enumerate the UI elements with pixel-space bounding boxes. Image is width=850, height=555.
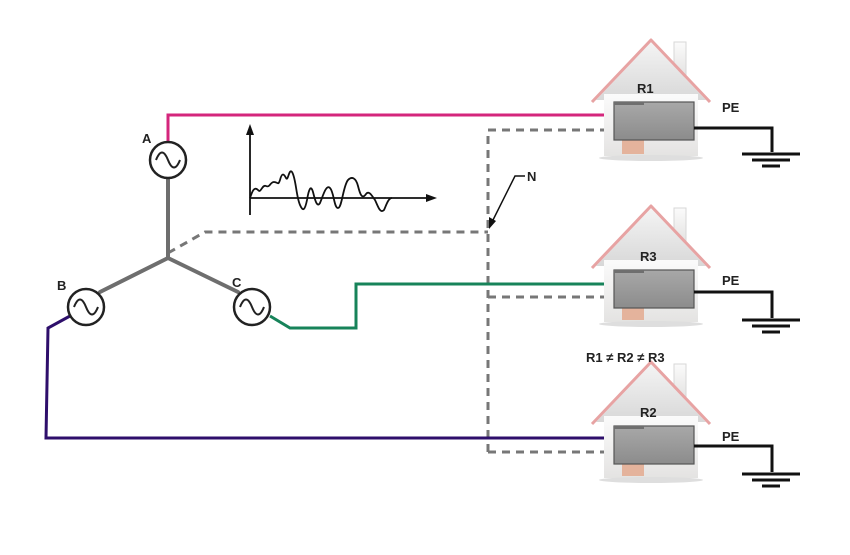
house-r3-label: R3 — [640, 249, 657, 264]
neutral-wire-main — [167, 230, 488, 255]
phase-b-wire — [44, 314, 612, 440]
house-r3: R3 — [590, 204, 712, 329]
meter-r3 — [613, 269, 695, 309]
source-c — [232, 287, 272, 327]
pe-label-r1: PE — [722, 100, 740, 115]
ground-r1 — [694, 126, 800, 168]
ac-wave-icon — [73, 298, 99, 316]
star-connection — [98, 176, 240, 294]
neutral-wires — [167, 128, 612, 454]
phase-c-wire — [269, 282, 612, 330]
phase-a-wire — [166, 113, 612, 143]
ground-r3 — [694, 290, 800, 334]
house-r1-label: R1 — [637, 81, 654, 96]
source-a-label: A — [142, 131, 152, 146]
source-b-label: B — [57, 278, 66, 293]
distorted-waveform — [249, 170, 393, 212]
meter-r2 — [613, 425, 695, 465]
source-b — [66, 287, 106, 327]
source-c-label: C — [232, 275, 242, 290]
neutral-label: N — [527, 169, 536, 184]
house-r2-label: R2 — [640, 405, 657, 420]
ac-wave-icon — [155, 151, 181, 169]
inequality-label: R1 ≠ R2 ≠ R3 — [586, 350, 665, 365]
pe-label-r3: PE — [722, 273, 740, 288]
ac-wave-icon — [239, 298, 265, 316]
neutral-bus — [486, 128, 612, 452]
source-a — [148, 140, 188, 180]
house-r1: R1 — [590, 38, 712, 163]
meter-r1 — [613, 101, 695, 141]
ground-r2 — [694, 444, 800, 488]
waveform-graph — [246, 124, 437, 215]
pe-label-r2: PE — [722, 429, 740, 444]
neutral-pointer — [489, 175, 525, 229]
house-r2: R2 — [590, 360, 712, 485]
